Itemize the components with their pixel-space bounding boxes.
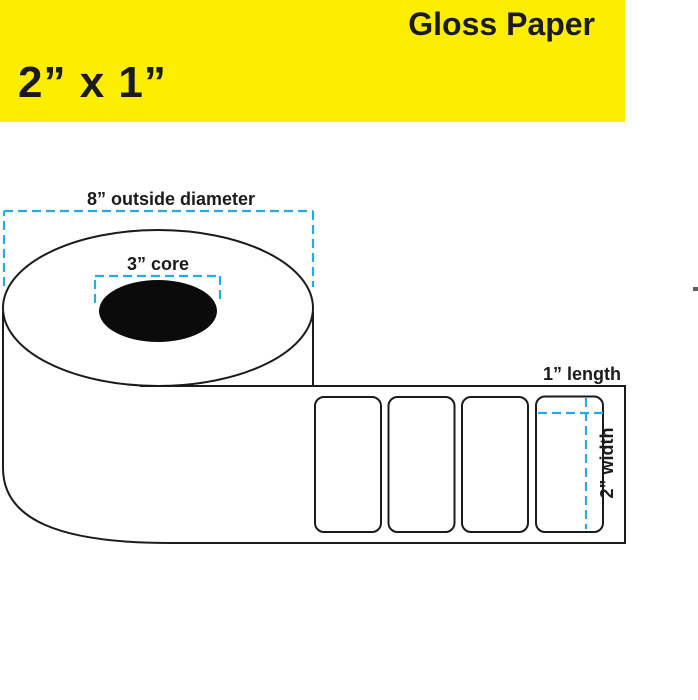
banner: Gloss Paper 2” x 1” <box>0 0 625 122</box>
label-size-text: 2” x 1” <box>18 58 167 107</box>
outside-diameter-text: 8” outside diameter <box>87 189 255 209</box>
label-length-text: 1” length <box>543 364 621 384</box>
clipped-arrow-artifact <box>693 287 698 291</box>
roll-silhouette <box>2 312 626 544</box>
label-outline-4 <box>535 395 604 533</box>
label-outline-2 <box>387 396 456 533</box>
label-outline-3 <box>461 396 529 533</box>
label-outline-1 <box>314 396 382 533</box>
paper-type-label: Gloss Paper <box>408 6 595 42</box>
core-size-text: 3” core <box>127 254 189 274</box>
roll-core-hole <box>99 280 217 342</box>
label-width-text: 2” width <box>597 428 617 499</box>
